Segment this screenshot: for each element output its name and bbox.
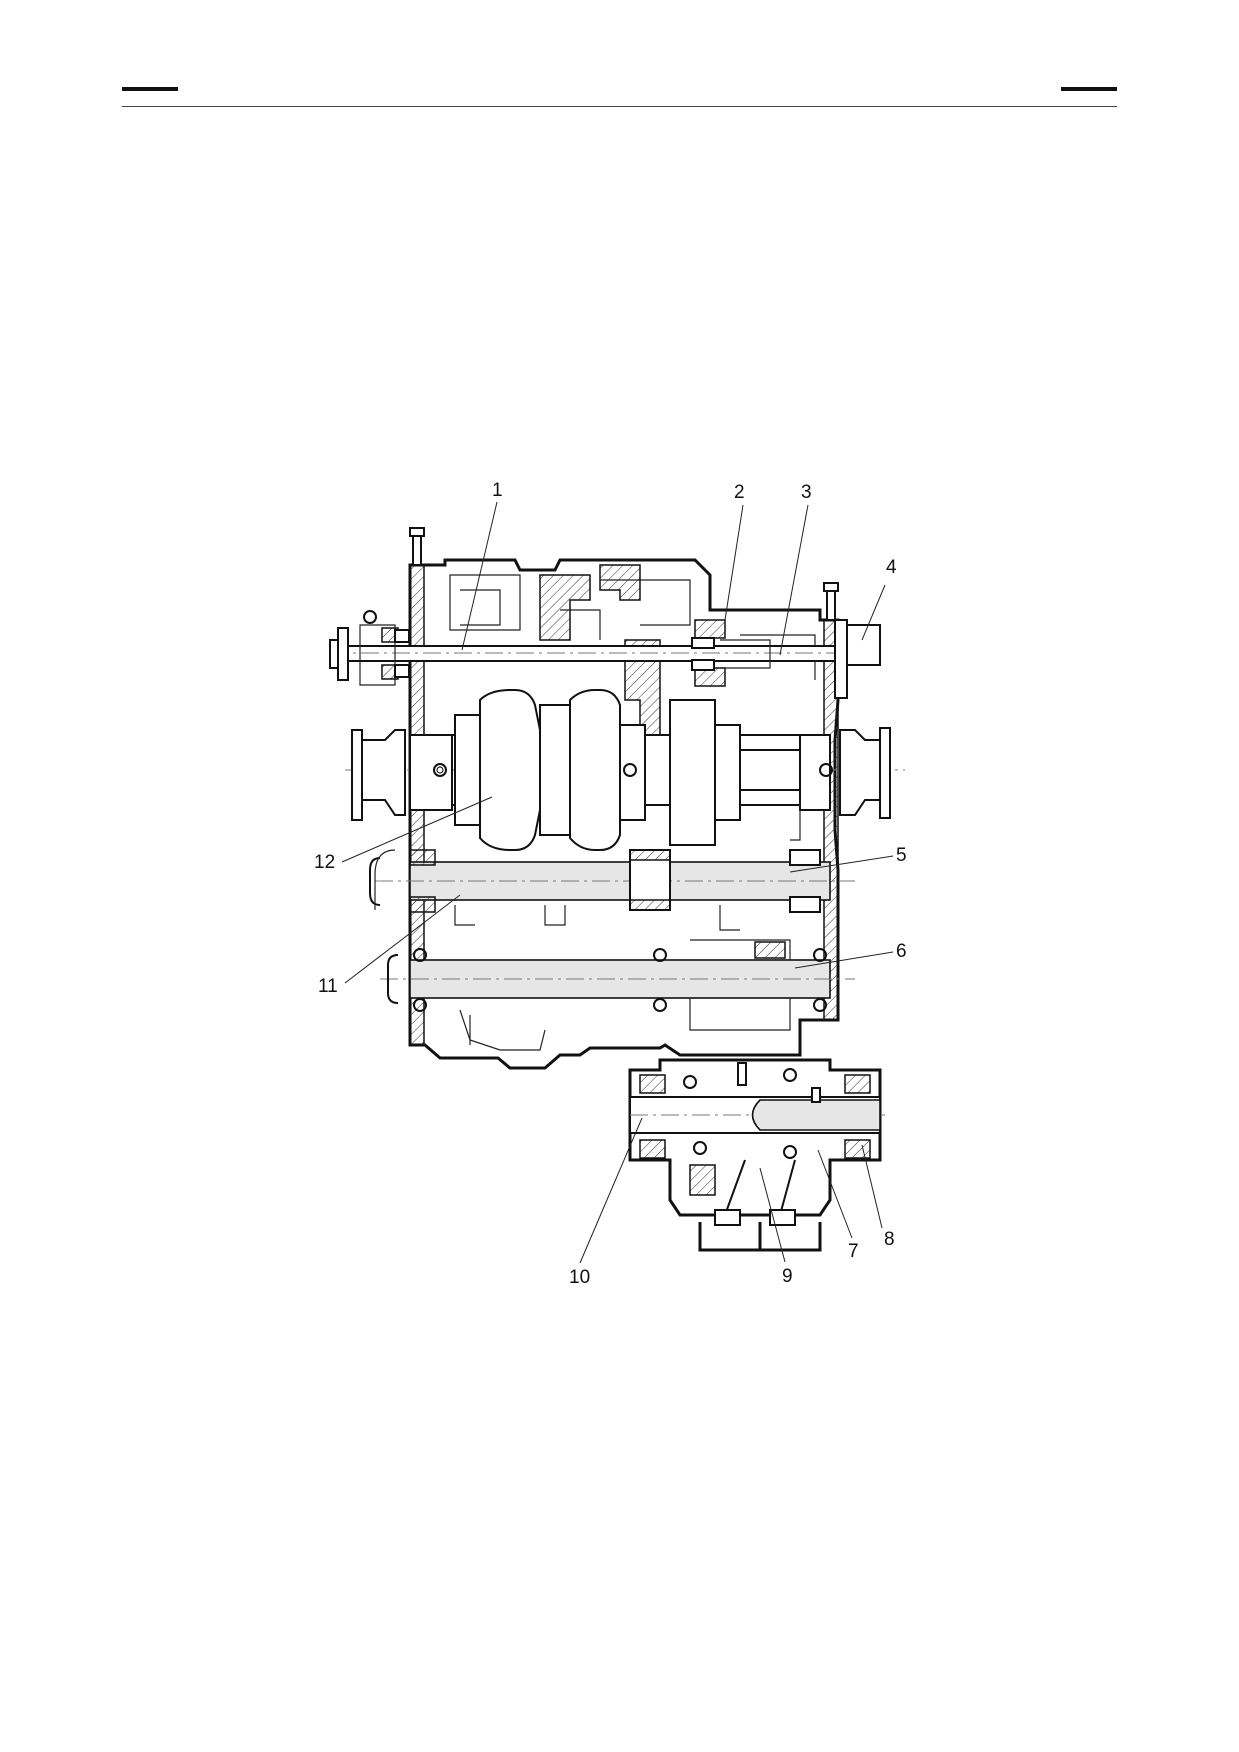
callout-1: 1 [492,480,503,501]
header-rule [122,106,1117,107]
callout-2: 2 [734,482,745,503]
callout-12: 12 [314,852,335,873]
lower-shaft [380,939,855,1031]
callout-labels: 1 2 3 4 5 6 7 8 9 10 11 12 [314,480,907,1288]
callout-7: 7 [848,1241,859,1262]
header-rule-left-mark [122,87,178,91]
header-rule-right-mark [1061,87,1117,91]
callout-6: 6 [896,941,907,962]
callout-leaders [341,501,894,1264]
callout-5: 5 [896,845,907,866]
callout-9: 9 [782,1266,793,1287]
input-shaft [329,610,881,699]
middle-shaft [369,800,855,931]
callout-8: 8 [884,1229,895,1250]
callout-10: 10 [569,1267,590,1288]
callout-4: 4 [886,557,897,578]
transfer-case [628,1058,885,1252]
upper-gear-train [345,689,905,851]
callout-3: 3 [801,482,812,503]
callout-11: 11 [318,976,338,997]
